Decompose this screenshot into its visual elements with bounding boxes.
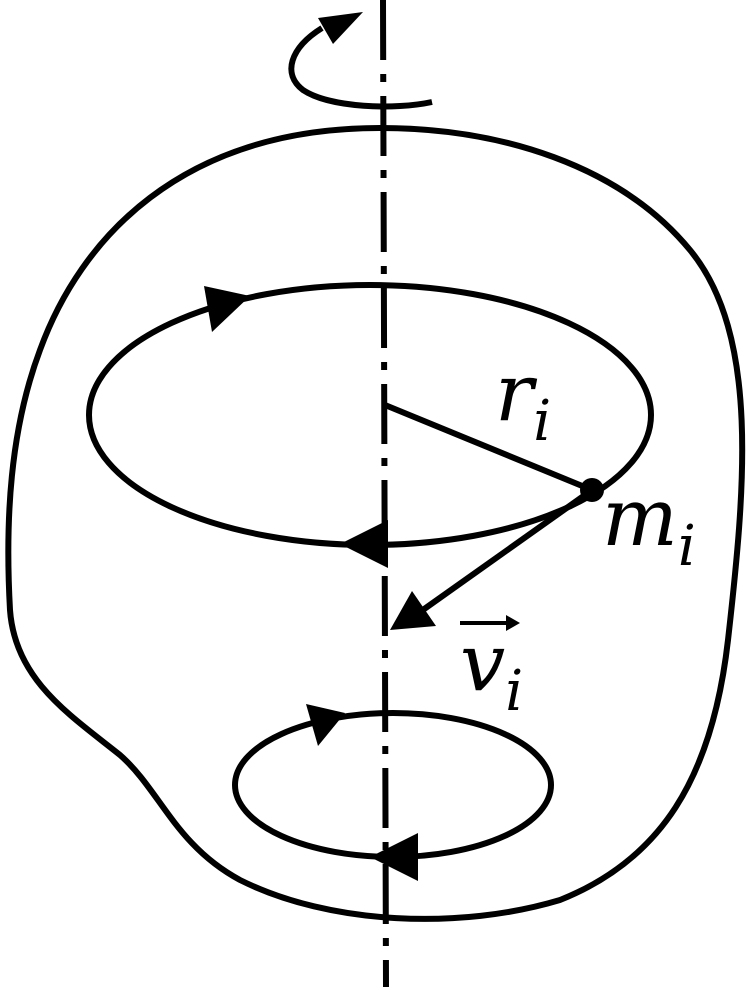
rigid-body-outline — [5, 124, 746, 922]
radius-label: ri — [495, 346, 551, 454]
lower-orbit-ellipse — [232, 710, 554, 860]
upper-orbit-arrowhead-top — [204, 286, 250, 332]
velocity-label: vi — [460, 616, 523, 724]
rotation-axis — [380, 0, 389, 987]
upper-orbit-arrowhead-bottom — [340, 520, 388, 568]
lower-orbit-arrowhead-bottom — [370, 833, 418, 881]
radius-symbol: r — [495, 346, 538, 439]
velocity-vector-arrowhead — [390, 591, 436, 630]
velocity-subscript: i — [505, 659, 523, 724]
velocity-vector-symbol-arrowhead — [506, 615, 520, 631]
rotation-direction-arrowhead — [318, 12, 363, 44]
radius-line — [383, 402, 594, 493]
mass-subscript: i — [678, 514, 696, 579]
rotation-direction-arc — [288, 25, 433, 110]
mass-symbol: m — [602, 471, 678, 564]
radius-subscript: i — [533, 389, 551, 454]
mass-label: mi — [602, 471, 696, 579]
lower-orbit-arrowhead-top — [306, 704, 345, 746]
velocity-vector — [418, 487, 594, 615]
velocity-symbol: v — [460, 616, 505, 709]
